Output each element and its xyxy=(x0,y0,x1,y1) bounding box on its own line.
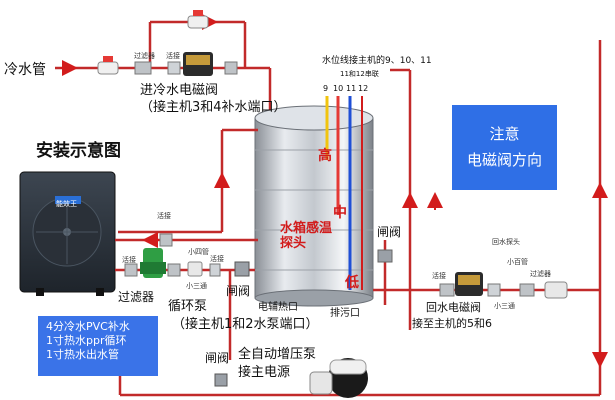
inlet-valve-sub-label: （接主机3和4补水端口） xyxy=(140,100,287,115)
circulation-pump-icon xyxy=(124,233,250,278)
gate-valve-label-left: 闸阀 xyxy=(226,284,251,298)
level-low-label: 低 xyxy=(345,275,359,291)
level-high-label: 高 xyxy=(318,148,332,164)
wire-num-9: 9 xyxy=(323,84,329,93)
attention-note: 注意 电磁阀方向 xyxy=(452,105,557,190)
gate-valve-label-right: 闸阀 xyxy=(377,225,402,239)
return-valve-label: 回水电磁阀 xyxy=(426,301,481,314)
water-tank xyxy=(254,105,374,307)
wire-num-11: 11 xyxy=(346,84,357,93)
top-union-label: 活接 xyxy=(166,52,180,60)
booster-power-label: 接主电源 xyxy=(238,365,291,380)
return-probe-label: 回水探头 xyxy=(492,238,520,246)
drain-label: 排污口 xyxy=(330,308,360,319)
small-tee-label-right: 小三通 xyxy=(494,302,515,310)
wire-num-12: 12 xyxy=(358,84,369,93)
legend-box: 4分冷水PVC补水 1寸热水ppr循环 1寸热水出水管 xyxy=(38,316,158,376)
right-pipes xyxy=(373,40,608,395)
return-valve-sub-label: 接至主机的5和6 xyxy=(412,317,492,330)
attention-title: 注意 xyxy=(489,125,520,143)
legend-item-1: 4分冷水PVC补水 xyxy=(46,320,130,333)
union-label-pump: 活接 xyxy=(122,256,136,264)
heater-port-label: 电辅热口 xyxy=(258,302,298,313)
small-tee-label-left: 小三通 xyxy=(186,282,207,290)
wire-num-10: 10 xyxy=(333,84,344,93)
filter-label-right: 过滤器 xyxy=(530,270,551,278)
top-valves-icon xyxy=(97,10,238,76)
small-pipe-label: 小四管 xyxy=(188,248,209,256)
return-valve-icon xyxy=(377,249,568,299)
circ-pump-label: 循环泵 xyxy=(168,299,208,314)
circ-pump-sub-label: （接主机1和2水泵端口） xyxy=(172,317,319,332)
cold-water-pipe-label: 冷水管 xyxy=(4,62,46,78)
level-wires xyxy=(325,96,363,290)
install-diagram-title: 安装示意图 xyxy=(36,141,121,161)
top-filter-label: 过滤器 xyxy=(134,52,155,60)
booster-pump-icon xyxy=(214,358,368,398)
filter-label: 过滤器 xyxy=(118,290,155,304)
attention-subtitle: 电磁阀方向 xyxy=(466,151,542,169)
brand-label: 能效王 xyxy=(56,200,77,208)
legend-item-2: 1寸热水ppr循环 xyxy=(46,334,127,347)
small-cap-label: 小百管 xyxy=(507,258,528,266)
level-wire-label: 水位线接主机的9、10、11 xyxy=(322,56,432,66)
inlet-valve-label: 进冷水电磁阀 xyxy=(140,83,219,98)
tank-probe-label: 水箱感温探头 xyxy=(280,221,333,251)
legend-item-3: 1寸热水出水管 xyxy=(46,348,119,361)
union-label-return: 活接 xyxy=(432,272,446,280)
heat-pump-unit xyxy=(19,171,116,296)
gate-valve-label-bottom: 闸阀 xyxy=(205,351,230,365)
circulation-pipes xyxy=(115,128,600,397)
booster-pump-label: 全自动增压泵 xyxy=(238,347,317,362)
union-label-pump-right: 活接 xyxy=(210,255,224,263)
level-wire-sub-label: 11和12串联 xyxy=(340,70,379,78)
level-mid-label: 中 xyxy=(333,205,347,221)
union-label-left: 活接 xyxy=(157,212,171,220)
